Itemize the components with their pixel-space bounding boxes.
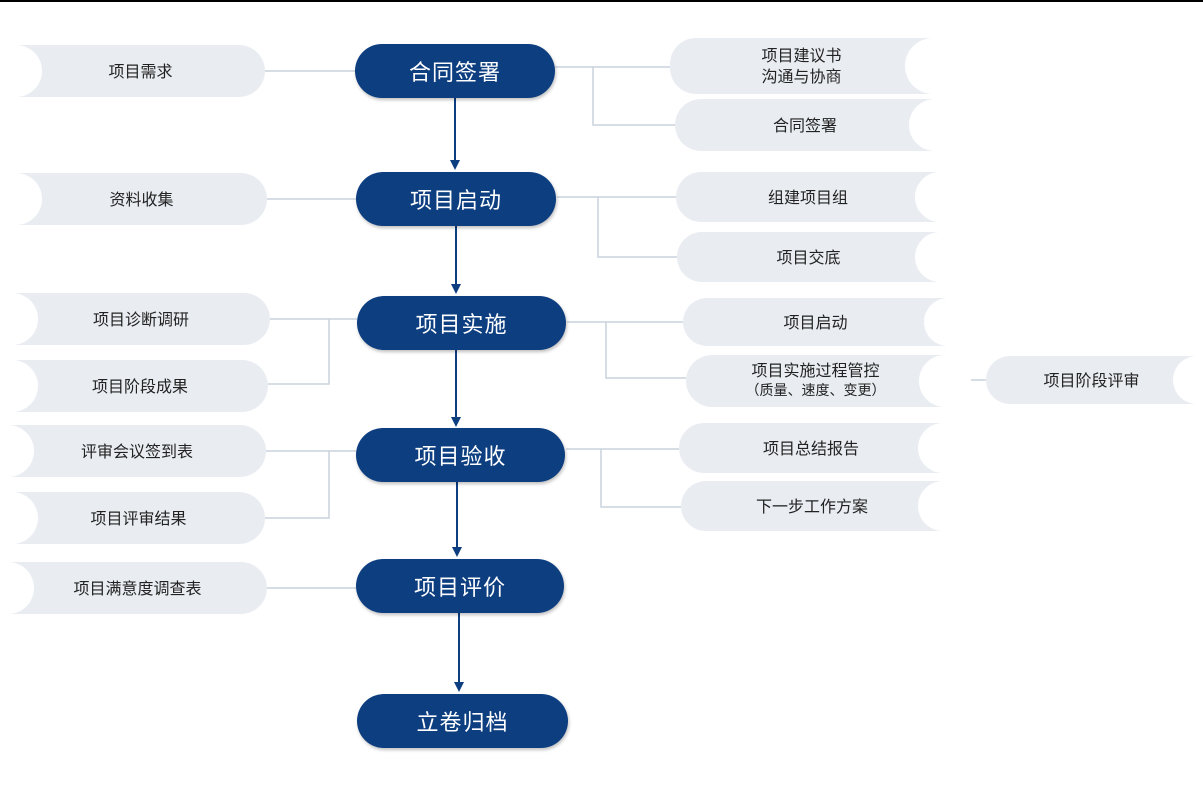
item-label-line2: 沟通与协商 [761, 67, 842, 86]
right-item-contract-signing: 合同签署 [675, 99, 961, 151]
left-item-data-collection: 资料收集 [0, 173, 267, 225]
item-label: 项目评审结果 [90, 508, 187, 528]
stage-archiving[interactable]: 立卷归档 [357, 694, 568, 748]
item-label: 下一步工作方案 [755, 496, 868, 516]
right-item-phase-review: 项目阶段评审 [986, 356, 1203, 404]
stage-project-acceptance[interactable]: 项目验收 [356, 428, 565, 482]
item-label: 项目总结报告 [762, 438, 859, 458]
item-label: 组建项目组 [767, 187, 848, 207]
left-item-satisfaction-survey: 项目满意度调查表 [0, 562, 267, 614]
stage-project-implementation[interactable]: 项目实施 [357, 296, 566, 350]
item-label-line1: 项目建议书 [761, 46, 842, 65]
right-item-build-team: 组建项目组 [676, 172, 965, 222]
right-item-proposal-negotiation: 项目建议书 沟通与协商 [670, 38, 961, 94]
item-label: 项目诊断调研 [92, 309, 189, 329]
item-label: 项目交底 [776, 247, 841, 267]
left-item-review-signin-sheet: 评审会议签到表 [0, 425, 266, 477]
item-label-line2: （质量、速度、变更） [745, 383, 886, 399]
right-item-next-step-plan: 下一步工作方案 [681, 481, 968, 531]
item-label: 合同签署 [772, 115, 837, 135]
item-label: 资料收集 [109, 189, 174, 209]
stage-project-start[interactable]: 项目启动 [356, 172, 556, 226]
left-item-diagnosis-research: 项目诊断调研 [0, 293, 270, 345]
right-item-project-kickoff: 项目启动 [683, 298, 972, 346]
right-item-process-control: 项目实施过程管控 （质量、速度、变更） [686, 355, 971, 407]
stage-contract-signing[interactable]: 合同签署 [355, 44, 555, 98]
left-item-project-requirements: 项目需求 [0, 45, 265, 97]
item-label: 评审会议签到表 [80, 441, 193, 461]
left-item-phase-results: 项目阶段成果 [0, 360, 268, 412]
left-item-review-results: 项目评审结果 [0, 492, 265, 544]
item-label: 项目阶段评审 [1043, 370, 1140, 390]
item-label: 项目满意度调查表 [73, 578, 202, 598]
item-label: 项目需求 [108, 61, 173, 81]
item-label-line1: 项目实施过程管控 [751, 361, 880, 380]
right-item-summary-report: 项目总结报告 [679, 423, 968, 473]
item-label: 项目阶段成果 [91, 376, 188, 396]
right-item-project-handover: 项目交底 [677, 232, 965, 282]
top-border-line [0, 0, 1203, 2]
item-label: 项目启动 [783, 312, 848, 332]
stage-project-evaluation[interactable]: 项目评价 [356, 559, 564, 613]
